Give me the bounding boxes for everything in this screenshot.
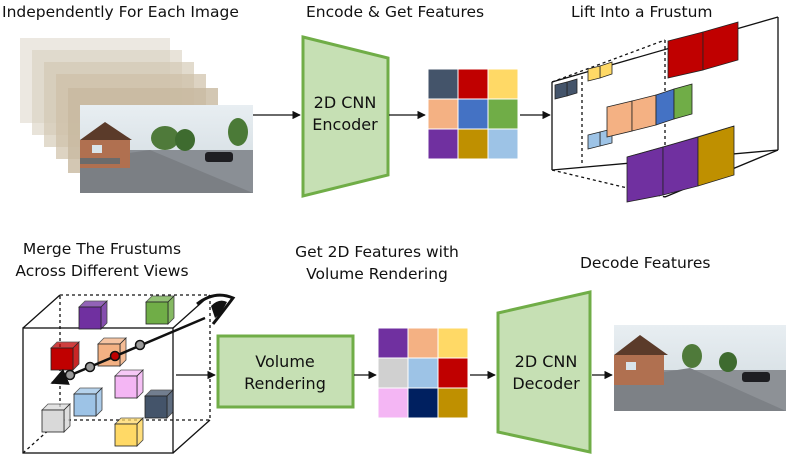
lifted-cell-yellow (599, 61, 613, 79)
encoder-label-line2: Encoder (312, 115, 378, 134)
feature-cell (437, 327, 469, 359)
voxel (114, 423, 138, 447)
merged-voxels (41, 295, 175, 447)
lifted-cell-light-blue-side (587, 131, 601, 150)
feature-cell (407, 327, 439, 359)
camera-ray (50, 316, 206, 385)
encoder-block: 2D CNN Encoder (301, 35, 390, 198)
step-label-decode: Decode Features (580, 254, 711, 272)
step-label-merge-line1: Merge The Frustums (22, 240, 182, 258)
lifted-cell-red-2 (702, 21, 739, 71)
step-label-render-line1: Get 2D Features with (295, 243, 459, 261)
voxel (78, 306, 102, 330)
feature-cell (407, 357, 439, 389)
volume-rendering-label-line1: Volume (255, 352, 315, 371)
encoder-feature-grid (427, 68, 519, 160)
ray-sample-point (84, 361, 96, 373)
step-label-encode: Encode & Get Features (306, 3, 485, 21)
input-image-stack (20, 38, 253, 193)
feature-cell (437, 357, 469, 389)
lifted-cell-yellow-side (587, 65, 601, 82)
lifted-cell-peach (606, 100, 633, 138)
feature-cell (407, 387, 439, 419)
ray-sample-point (64, 369, 76, 381)
feature-cell (377, 387, 409, 419)
feature-cell (487, 98, 519, 130)
step-label-lift: Lift Into a Frustum (571, 3, 713, 21)
voxel (73, 393, 97, 417)
decoder-label-line2: Decoder (512, 374, 580, 393)
voxel (145, 301, 169, 325)
decoder-label-line1: 2D CNN (515, 352, 578, 371)
feature-cell (377, 357, 409, 389)
volume-rendering-block: Volume Rendering (216, 334, 355, 409)
step-label-independent: Independently For Each Image (2, 3, 239, 21)
lifted-cell-peach-2 (631, 94, 657, 132)
feature-cell (487, 68, 519, 100)
frustum-feature-cells (554, 21, 739, 203)
feature-cell (487, 128, 519, 160)
lifted-cell-slate (566, 78, 578, 97)
feature-cell (437, 387, 469, 419)
step-label-render-line2: Volume Rendering (306, 265, 448, 283)
street-scene-photo-icon (80, 105, 253, 193)
feature-cell (457, 128, 489, 160)
rendered-feature-grid (377, 327, 469, 419)
feature-cell (427, 68, 459, 100)
feature-cell (457, 98, 489, 130)
volume-rendering-label-line2: Rendering (244, 374, 326, 393)
eye-icon (196, 293, 236, 325)
lifted-cell-blue (655, 88, 675, 126)
lifted-cell-green (673, 83, 693, 120)
voxel (50, 347, 74, 371)
encoder-label-line1: 2D CNN (314, 93, 377, 112)
feature-cell (427, 128, 459, 160)
voxel (41, 409, 65, 433)
ray-sample-point (109, 350, 121, 362)
step-label-merge-line2: Across Different Views (15, 262, 189, 280)
feature-cell (377, 327, 409, 359)
voxel (114, 375, 138, 399)
feature-cell (457, 68, 489, 100)
feature-cell (427, 98, 459, 130)
voxel (144, 395, 168, 419)
ray-sample-point (134, 339, 146, 351)
lifted-cell-slate-side (554, 81, 568, 100)
lifted-cell-purple-top (626, 125, 735, 158)
decoder-block: 2D CNN Decoder (496, 290, 592, 454)
lifted-cell-red (667, 31, 704, 79)
output-street-scene-photo-icon (614, 325, 786, 411)
